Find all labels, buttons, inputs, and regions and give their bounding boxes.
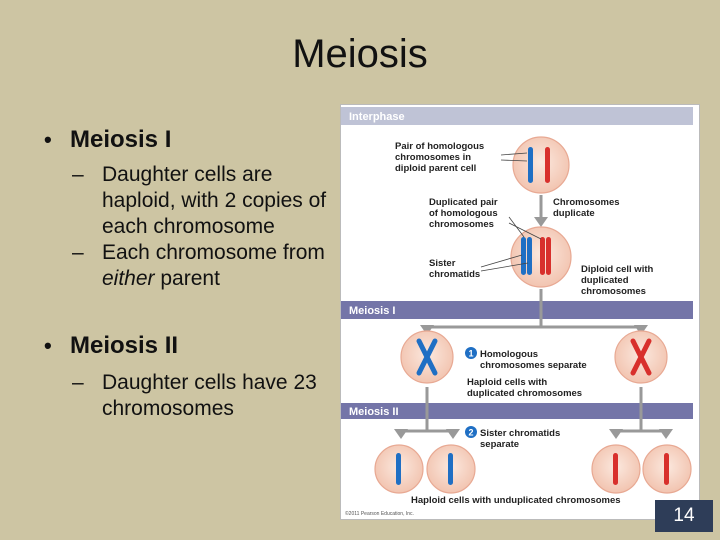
blue-sister-chromatid [521, 237, 526, 275]
label-haploid-unduplicated: Haploid cells with unduplicated chromoso… [411, 495, 621, 506]
sub-bullets: – Daughter cells are haploid, with 2 cop… [72, 162, 334, 292]
sub-bullet: – Daughter cells are haploid, with 2 cop… [72, 162, 334, 240]
meiosis-2-label: Meiosis II [349, 406, 399, 418]
bullet-meiosis-1: • Meiosis I [44, 126, 334, 154]
label-diploid-cell: duplicated [581, 275, 629, 286]
label-chromosomes-duplicate: duplicate [553, 208, 595, 219]
blue-chromosome [448, 453, 453, 485]
meiosis-1-label: Meiosis I [349, 305, 395, 317]
label-duplicated-pair: Duplicated pair [429, 197, 498, 208]
arrow-head [394, 429, 408, 439]
parent-cell [513, 137, 569, 193]
sub-bullet-text-pre: Each chromosome from [102, 241, 325, 264]
blue-sister-chromatid [527, 237, 532, 275]
bullet-heading: Meiosis II [70, 332, 178, 360]
meiosis-diagram: Interphase Pair of homologous chromosome… [341, 105, 699, 519]
label-sister-separate: separate [480, 439, 519, 450]
meiosis-figure: Interphase Pair of homologous chromosome… [340, 104, 700, 520]
page-number: 14 [655, 500, 713, 532]
sub-bullet-text-post: parent [155, 267, 220, 290]
label-sister-separate: Sister chromatids [480, 428, 560, 439]
bullet-dot: • [44, 127, 70, 153]
red-chromosome [613, 453, 618, 485]
label-chromosomes-duplicate: Chromosomes [553, 197, 620, 208]
sub-bullets: – Daughter cells have 23 chromosomes [72, 370, 334, 422]
step-2-number: 2 [468, 428, 473, 438]
sub-bullet: – Daughter cells have 23 chromosomes [72, 370, 334, 422]
label-sister-chromatids: Sister [429, 258, 456, 269]
bullet-list: • Meiosis I – Daughter cells are haploid… [44, 126, 334, 422]
sub-bullet-text: Daughter cells are haploid, with 2 copie… [102, 163, 326, 238]
red-chromosome [545, 147, 550, 183]
arrow-head [659, 429, 673, 439]
label-duplicated-pair: chromosomes [429, 219, 494, 230]
dash-marker: – [72, 162, 84, 188]
red-sister-chromatid [540, 237, 545, 275]
label-diploid-cell: Diploid cell with [581, 264, 654, 275]
label-pair: Pair of homologous [395, 141, 484, 152]
bullet-meiosis-2: • Meiosis II [44, 332, 334, 360]
bullet-dot: • [44, 333, 70, 359]
label-diploid-cell: chromosomes [581, 286, 646, 297]
dash-marker: – [72, 370, 84, 396]
slide-title: Meiosis [0, 32, 720, 77]
interphase-label: Interphase [349, 111, 405, 123]
label-homologous-separate: Homologous [480, 349, 538, 360]
blue-chromosome [396, 453, 401, 485]
label-pair: chromosomes in [395, 152, 471, 163]
label-haploid-duplicated: duplicated chromosomes [467, 388, 582, 399]
step-1-number: 1 [468, 349, 473, 359]
label-haploid-duplicated: Haploid cells with [467, 377, 547, 388]
arrow-head [534, 217, 548, 227]
red-sister-chromatid [546, 237, 551, 275]
sub-bullet: – Each chromosome from either parent [72, 240, 334, 292]
blue-chromosome [528, 147, 533, 183]
bullet-heading: Meiosis I [70, 126, 171, 154]
dash-marker: – [72, 240, 84, 266]
arrow-head [609, 429, 623, 439]
arrow-head [446, 429, 460, 439]
label-duplicated-pair: of homologous [429, 208, 498, 219]
sub-bullet-text: Daughter cells have 23 chromosomes [102, 371, 317, 420]
label-sister-chromatids: chromatids [429, 269, 480, 280]
sub-bullet-emphasis: either [102, 267, 155, 290]
label-pair: diploid parent cell [395, 163, 476, 174]
label-homologous-separate: chromosomes separate [480, 360, 587, 371]
red-chromosome [664, 453, 669, 485]
copyright-note: ©2011 Pearson Education, Inc. [345, 510, 414, 517]
